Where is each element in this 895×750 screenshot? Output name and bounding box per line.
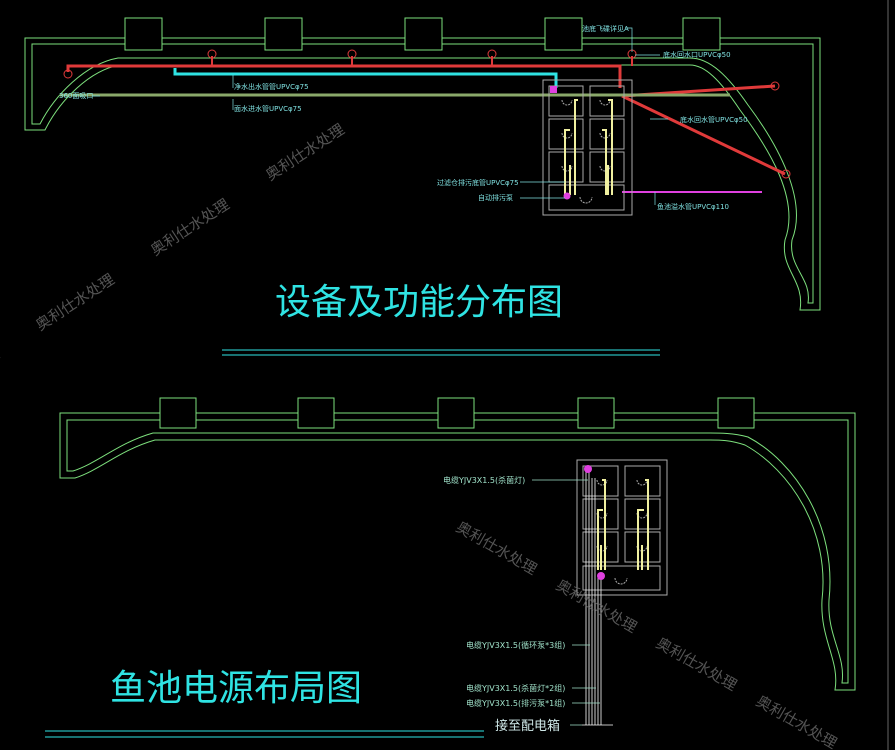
uv-lamp-marker (584, 465, 592, 473)
label-cable-drain: 电缆YJV3X1.5(排污泵*1组) (466, 698, 565, 708)
watermark-text: 奥利仕水处理 (753, 692, 840, 750)
title-underline (222, 349, 660, 356)
label-filter-drain: 过滤仓排污底管UPVCφ75 (437, 178, 519, 187)
top-filter-tank (542, 79, 633, 216)
pipes (60, 56, 786, 193)
cable-leader-lines (532, 479, 600, 726)
bottom-filter-tank (576, 459, 668, 596)
label-cable-uv2: 电缆YJV3X1.5(杀菌灯*2组) (466, 683, 565, 693)
top-pillars (124, 17, 721, 51)
watermark-text: 奥利仕水处理 (0, 345, 3, 409)
cyan-outlet-pipe (173, 68, 558, 88)
pump-marker (550, 86, 557, 93)
bottom-pillars (159, 397, 755, 429)
label-cable-uv: 电缆YJV3X1.5(杀菌灯) (443, 475, 525, 485)
leader-lines (92, 27, 668, 205)
red-main-pipe (66, 64, 622, 88)
top-pond-outline (24, 37, 821, 311)
label-bottom-drain: 底水回水口UPVCφ50 (663, 50, 731, 59)
label-skimmer: 360面吸口 (59, 92, 93, 100)
label-overflow: 鱼池溢水管UPVCφ110 (657, 202, 729, 211)
watermark-text: 奥利仕水处理 (653, 634, 740, 695)
red-return-pipe (621, 84, 786, 176)
auto-pump-marker (563, 192, 571, 200)
watermark-text: 奥利仕水处理 (147, 195, 232, 259)
top-plan-title: 设备及功能分布图 (275, 282, 563, 323)
label-to-box: 接至配电箱 (495, 718, 560, 734)
top-tank-pipes (564, 99, 613, 195)
label-cable-pump: 电缆YJV3X1.5(循环泵*3组) (466, 640, 565, 650)
bottom-tank-pipes (597, 479, 649, 570)
title-underline-2 (45, 730, 484, 738)
watermark-text: 奥利仕水处理 (32, 270, 117, 334)
watermark-text: 奥利仕水处理 (553, 576, 640, 637)
drain-points (63, 49, 791, 179)
label-surface-inlet: 面水进水管UPVCφ75 (234, 104, 302, 113)
cables (582, 470, 613, 726)
watermark-text: 奥利仕水处理 (453, 518, 540, 579)
watermark: 奥利仕水处理 奥利仕水处理 奥利仕水处理 奥利仕水处理 奥利仕水处理 奥利仕水处… (0, 120, 840, 750)
pump-marker (597, 572, 605, 580)
watermark-text: 奥利仕水处理 (262, 120, 347, 184)
label-clean-outlet: 净水出水管管UPVCφ75 (234, 82, 309, 91)
label-bottom-return: 底水回水管UPVCφ50 (680, 115, 748, 124)
bottom-pond-outline (59, 412, 856, 691)
label-pond-light: 池底飞碟详见A (582, 24, 629, 33)
bottom-plan-title: 鱼池电源布局图 (110, 668, 362, 709)
label-auto-pump: 自动排污泵 (478, 193, 513, 202)
